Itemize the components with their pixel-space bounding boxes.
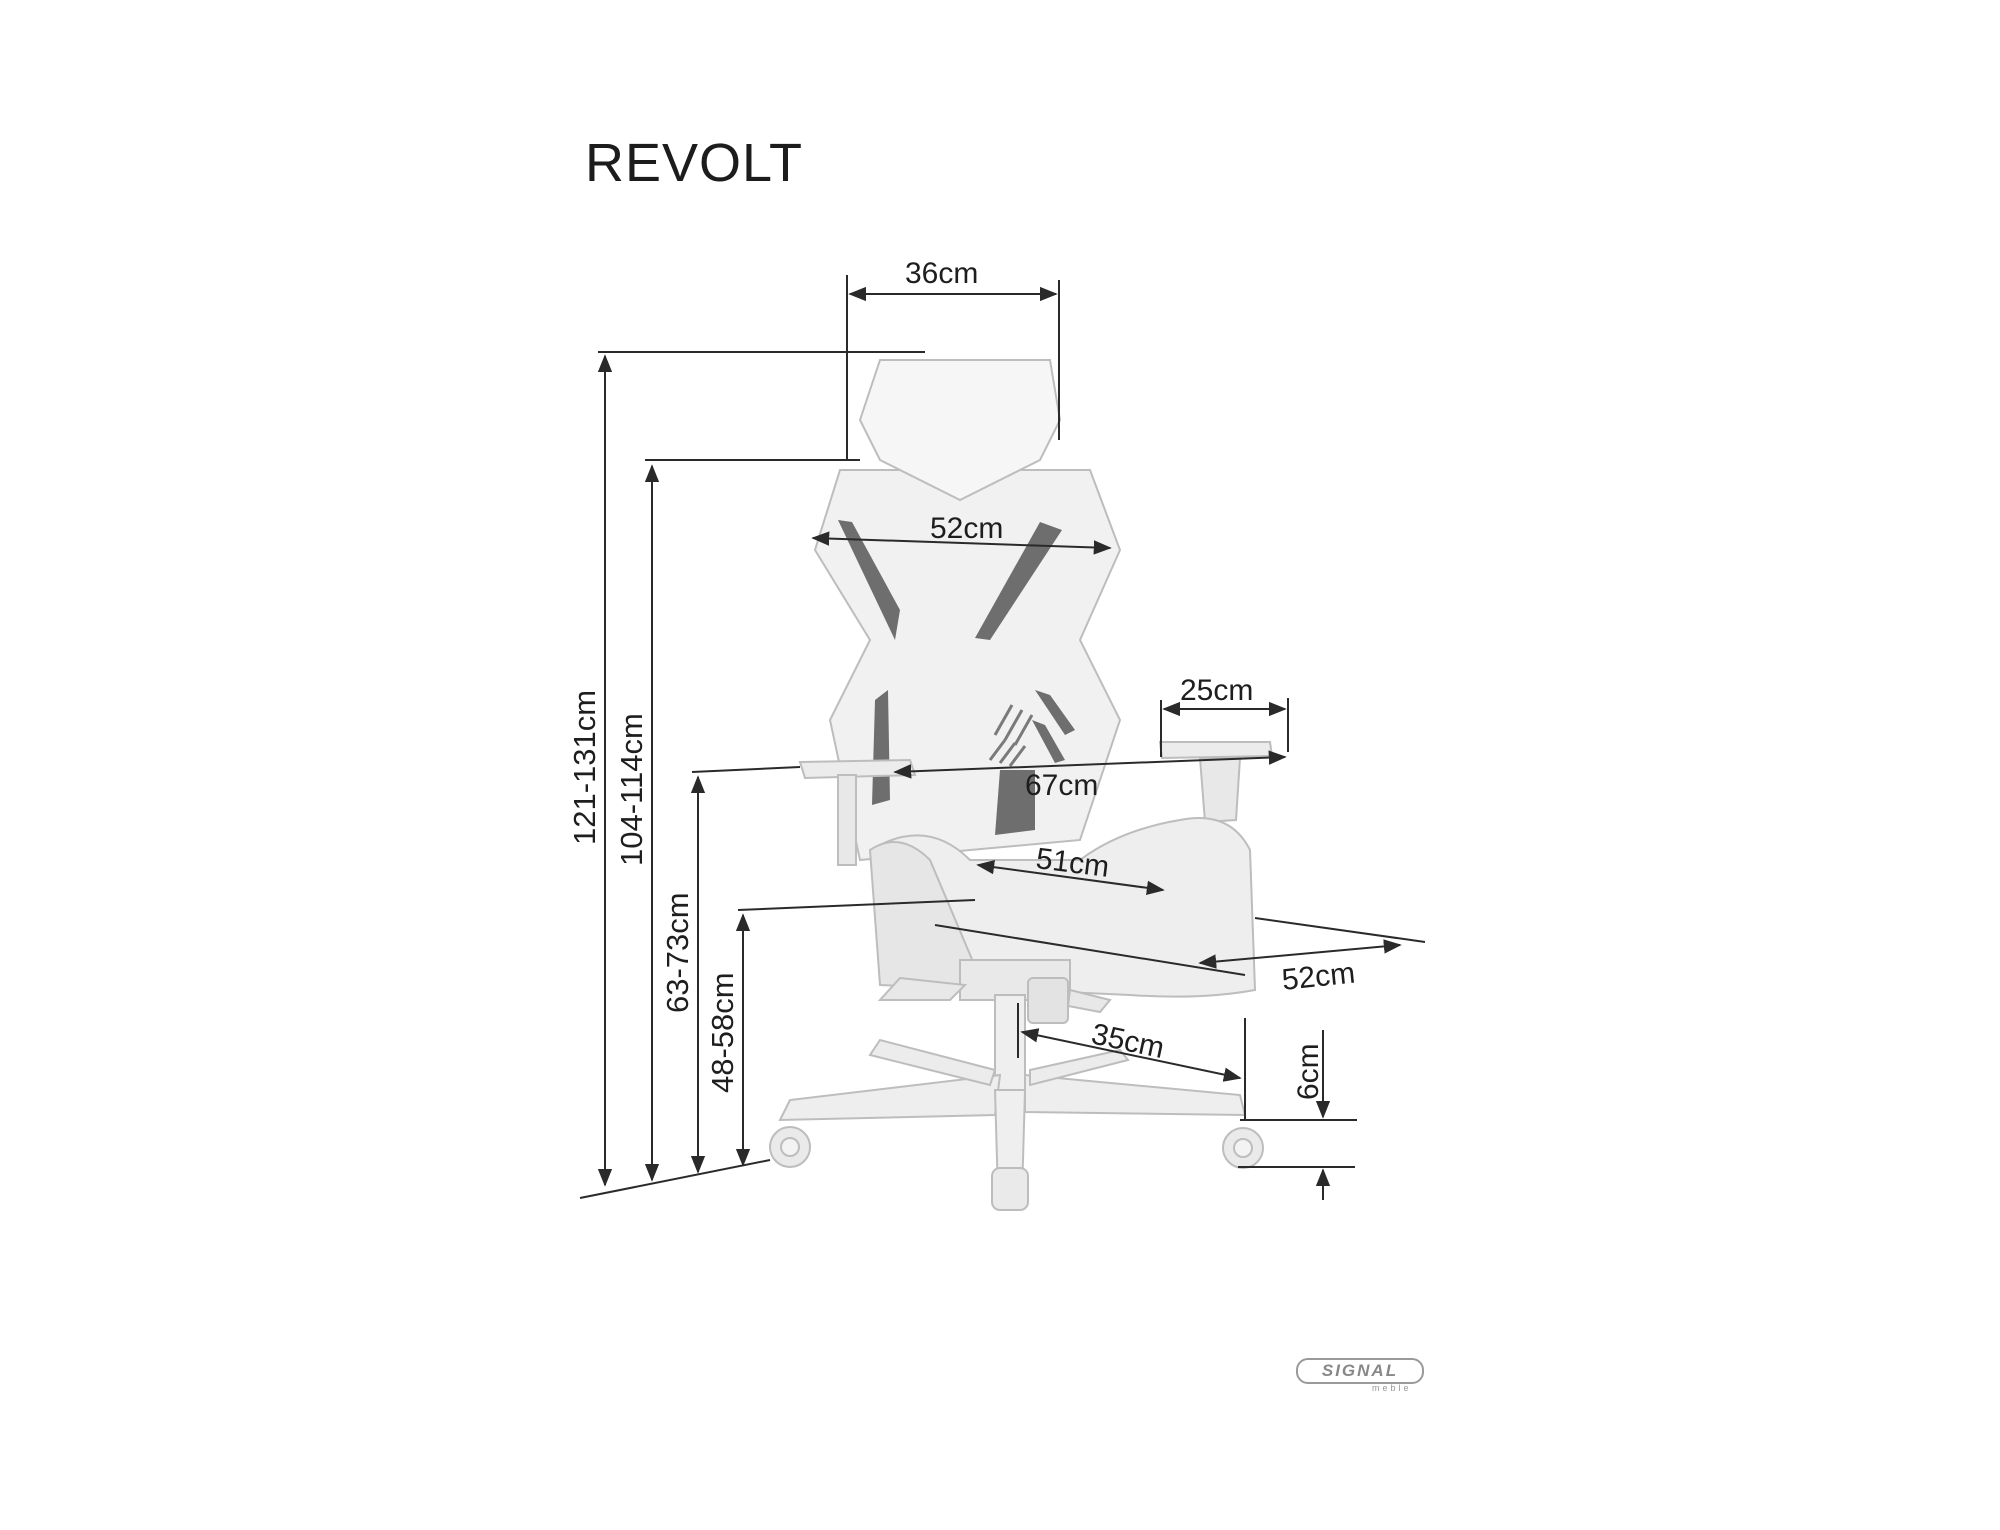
logo-brand: SIGNAL (1321, 1361, 1399, 1380)
label-seat-depth: 52cm (1280, 956, 1356, 996)
label-armrest-length: 25cm (1180, 674, 1253, 707)
right-lever (1066, 988, 1112, 1014)
base-front-left (778, 1073, 1002, 1122)
logo-subtitle: meble (1372, 1383, 1412, 1393)
label-caster-height: 6cm (1292, 1043, 1325, 1100)
label-headrest-width: 36cm (905, 257, 978, 290)
base-back-left (868, 1038, 997, 1087)
signal-logo: SIGNAL (1296, 1358, 1424, 1384)
chair-illustration (769, 359, 1274, 1211)
label-backrest-height: 104-114cm (614, 713, 649, 866)
dimension-lines (579, 275, 1426, 1200)
gas-cylinder (994, 994, 1026, 1106)
left-armrest-post (837, 774, 857, 866)
adjust-knob (1027, 977, 1069, 1024)
base-front-right (1024, 1073, 1247, 1117)
label-armrest-height: 63-73cm (660, 892, 695, 1013)
left-armrest (798, 758, 917, 780)
product-title: REVOLT (585, 133, 804, 193)
label-seat-height: 48-58cm (705, 972, 740, 1093)
headrest (858, 359, 1062, 502)
casters (769, 1126, 1264, 1211)
tilt-lever (877, 976, 968, 1001)
caster-front (991, 1167, 1029, 1211)
seat-side-left (868, 841, 987, 992)
label-backrest-width: 52cm (930, 512, 1003, 545)
right-armrest-post (1198, 757, 1242, 824)
right-armrest (1158, 741, 1274, 760)
dimension-labels: 36cm 52cm 25cm 67cm 51cm 52cm 35cm 6cm 1… (567, 257, 1357, 1100)
label-overall-width: 67cm (1025, 769, 1098, 802)
label-total-height: 121-131cm (567, 690, 602, 845)
